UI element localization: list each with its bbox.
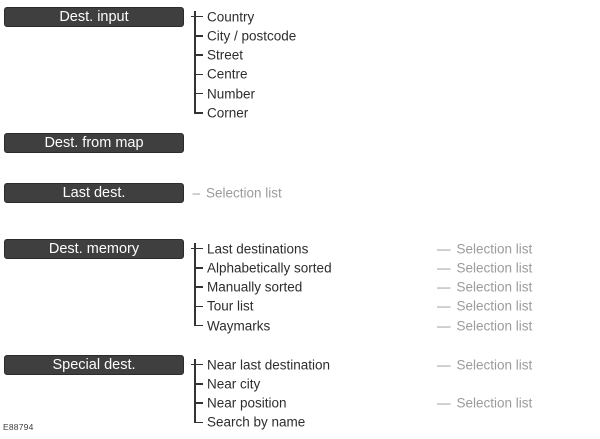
tree-item-label-dest-input: Street xyxy=(207,47,244,63)
tree-item-label-dest-input: Country xyxy=(207,9,255,24)
note-text: Selection list xyxy=(456,241,533,256)
tree-branch-tick xyxy=(194,35,203,37)
last-dest-selection-note: – Selection list xyxy=(193,185,282,200)
selection-list-note: — Selection list xyxy=(437,357,532,372)
note-dash-icon: — xyxy=(437,357,451,372)
note-text: Selection list xyxy=(456,357,533,372)
note-dash-icon: — xyxy=(437,279,451,295)
tree-item-label-special-dest: Near position xyxy=(207,395,287,411)
note-dash-icon: — xyxy=(437,260,451,276)
menu-button-dest-memory[interactable]: Dest. memory xyxy=(4,239,184,259)
note-text: Selection list xyxy=(456,279,533,295)
tree-item-label-dest-input: Centre xyxy=(207,66,248,82)
tree-item-label-dest-input: Number xyxy=(207,86,256,102)
selection-list-note: — Selection list xyxy=(437,318,532,333)
tree-branch-tick xyxy=(194,324,203,327)
tree-item-label-dest-input: Corner xyxy=(207,105,249,121)
tree-branch-line xyxy=(194,242,196,326)
tree-branch-line xyxy=(194,10,196,113)
note-dash-icon: — xyxy=(437,395,451,411)
selection-list-note: — Selection list xyxy=(437,241,532,256)
note-text: Selection list xyxy=(456,395,533,411)
tree-branch-tick xyxy=(194,92,203,95)
note-text: Selection list xyxy=(456,260,533,276)
tree-branch-tick xyxy=(194,305,203,308)
note-dash-icon: — xyxy=(437,241,451,256)
note-dash-icon: – xyxy=(192,185,201,200)
tree-item-label-dest-memory: Waymarks xyxy=(207,318,271,334)
tree-branch-tick xyxy=(190,363,203,366)
tree-branch-tick xyxy=(190,247,203,250)
note-dash-icon: — xyxy=(437,318,451,334)
figure-code: E88794 xyxy=(3,422,34,432)
selection-list-note: — Selection list xyxy=(437,260,532,275)
tree-item-label-dest-memory: Manually sorted xyxy=(207,279,303,295)
tree-branch-tick xyxy=(194,267,203,269)
tree-branch-tick xyxy=(194,112,203,114)
menu-button-special-dest[interactable]: Special dest. xyxy=(4,355,184,375)
tree-branch-line xyxy=(194,358,196,423)
tree-branch-tick xyxy=(194,73,203,76)
tree-item-label-dest-input: City / postcode xyxy=(207,28,297,44)
menu-button-dest-from-map[interactable]: Dest. from map xyxy=(4,133,184,153)
selection-list-note: — Selection list xyxy=(437,396,532,411)
note-dash-icon: — xyxy=(437,298,451,314)
tree-item-label-dest-memory: Last destinations xyxy=(207,241,309,256)
note-text: Selection list xyxy=(456,318,533,334)
note-text: Selection list xyxy=(206,185,282,200)
menu-button-last-dest[interactable]: Last dest. xyxy=(4,183,184,203)
note-text: Selection list xyxy=(456,298,533,314)
tree-item-label-dest-memory: Tour list xyxy=(207,298,254,314)
tree-branch-tick xyxy=(194,286,203,288)
menu-button-dest-input[interactable]: Dest. input xyxy=(4,7,184,27)
selection-list-note: — Selection list xyxy=(437,280,532,295)
tree-item-label-special-dest: Near last destination xyxy=(207,357,331,372)
tree-branch-tick xyxy=(194,421,203,424)
tree-branch-tick xyxy=(194,54,203,56)
tree-branch-tick xyxy=(194,402,203,404)
selection-list-note: — Selection list xyxy=(437,299,532,314)
tree-branch-tick xyxy=(194,383,203,385)
tree-item-label-special-dest: Search by name xyxy=(207,414,306,430)
tree-branch-tick xyxy=(190,15,203,18)
tree-item-label-special-dest: Near city xyxy=(207,376,261,392)
tree-item-label-dest-memory: Alphabetically sorted xyxy=(207,260,332,276)
